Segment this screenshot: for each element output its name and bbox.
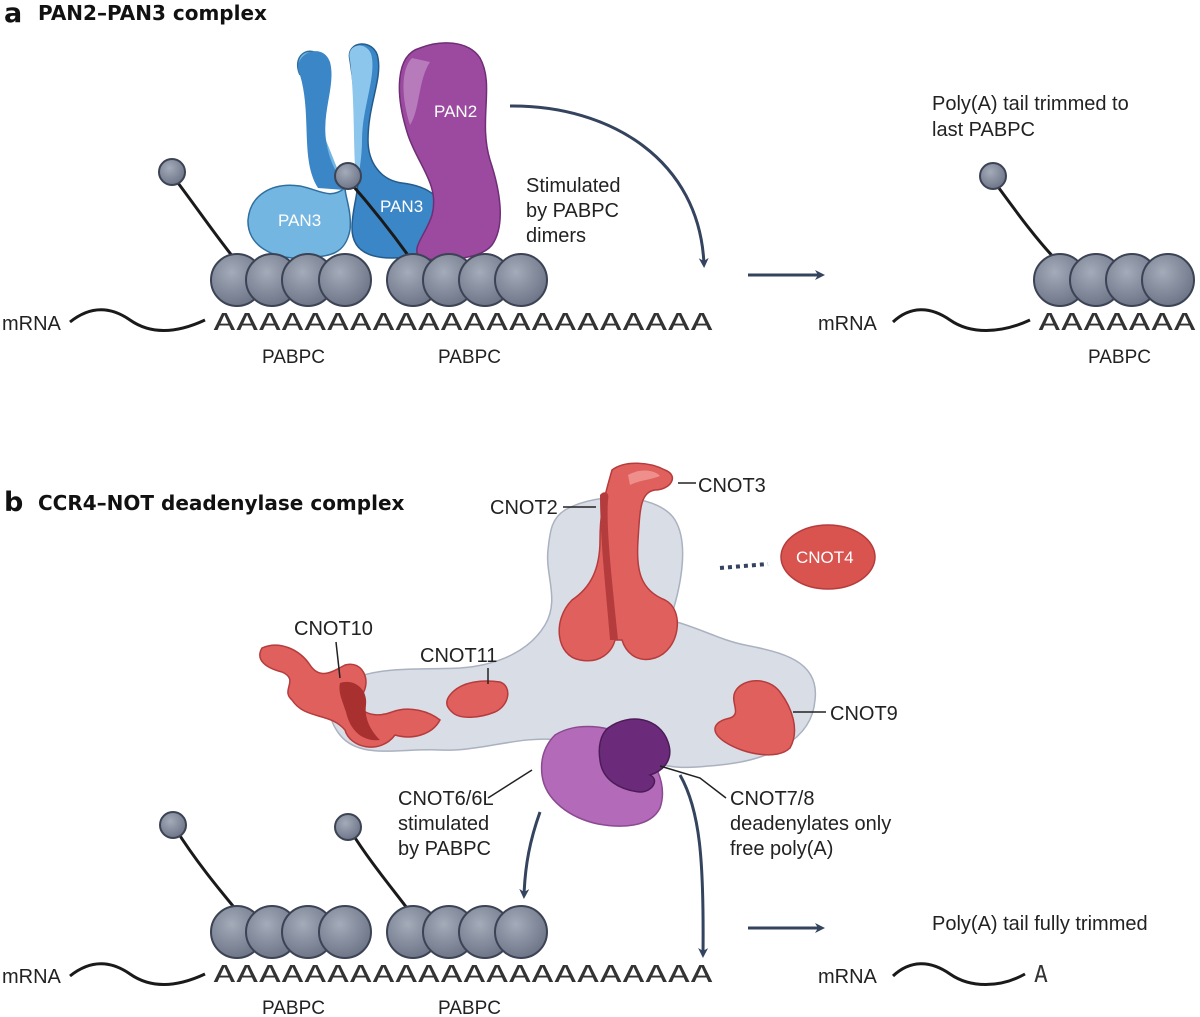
pabpc-group-2-b	[386, 905, 548, 959]
mrna-strand-right-a	[891, 308, 1031, 332]
cnot6-label-line3: by PABPC	[398, 838, 491, 860]
pan3-left-label: PAN3	[278, 211, 321, 230]
cap-ball-result-a	[979, 162, 1007, 190]
pabpc-group-result-a	[1033, 253, 1195, 307]
cnot7-label-line1: CNOT7/8	[730, 788, 814, 810]
result-label-line2-a: last PABPC	[932, 119, 1035, 141]
cnot6-cleavage-arrow	[519, 811, 542, 899]
pabpc-label-1-a: PABPC	[262, 347, 325, 368]
cap-tether-result-a	[991, 179, 1060, 264]
result-label-line1-a: Poly(A) tail trimmed to	[932, 93, 1129, 115]
cnot2-shape	[600, 492, 618, 640]
pan3-left-arm	[298, 51, 345, 190]
cnot11-shape	[446, 680, 509, 718]
mrna-label-right-b: mRNA	[818, 966, 878, 988]
polyA-tail-right-a: AAAAAAA	[1038, 310, 1196, 336]
stimulated-label-line1: Stimulated	[526, 175, 621, 197]
mrna-strand-left-a	[69, 308, 206, 332]
cap-tether-2-b	[348, 829, 412, 913]
polyA-tail-left-a: AAAAAAAAAAAAAAAAAAAAAA	[213, 310, 713, 336]
cnot7-label-line2: deadenylates only	[730, 813, 891, 835]
mrna-strand-left-b	[69, 962, 206, 986]
cnot2-label: CNOT2	[490, 497, 558, 519]
cnot9-shape	[714, 680, 796, 756]
result-label-b: Poly(A) tail fully trimmed	[932, 913, 1148, 935]
pabpc-label-2-b: PABPC	[438, 998, 501, 1017]
mrna-strand-right-b	[891, 962, 1026, 986]
cap-ball-1-b	[159, 811, 187, 839]
panel-a-letter: a	[4, 0, 22, 29]
cnot7-leader	[659, 765, 727, 799]
mrna-label-left-b: mRNA	[2, 966, 62, 988]
pabpc-group-1-b	[210, 905, 372, 959]
stimulated-label-line2: by PABPC	[526, 200, 619, 222]
cnot3-label: CNOT3	[698, 475, 766, 497]
cnot7-cleavage-arrow	[678, 774, 709, 958]
cap-ball-2-b	[334, 813, 362, 841]
panel-a: a PAN2–PAN3 complex mRNA AAAAAAAAAAAAAAA…	[2, 0, 1196, 368]
cnot4-dotted-link	[719, 562, 769, 570]
pabpc-label-1-b: PABPC	[262, 998, 325, 1017]
cnot7-label-line3: free poly(A)	[730, 838, 833, 860]
cnot7-shape	[598, 718, 671, 793]
mrna-label-left-a: mRNA	[2, 313, 62, 335]
cnot11-label: CNOT11	[420, 645, 497, 667]
cap-tether-1-b	[173, 827, 240, 913]
mrna-label-right-a: mRNA	[818, 313, 878, 335]
cnot6-leader	[487, 769, 533, 799]
panel-b-title: CCR4–NOT deadenylase complex	[38, 491, 405, 515]
pabpc-label-2-a: PABPC	[438, 347, 501, 368]
cnot4-label: CNOT4	[796, 548, 854, 567]
cnot10-label: CNOT10	[294, 618, 373, 640]
cnot4-shape	[780, 524, 876, 590]
pan3-right-highlight	[349, 45, 373, 185]
cap-ball-1-a	[158, 158, 186, 186]
polyA-tail-right-b: A	[1034, 962, 1048, 988]
pabpc-group-2-a	[386, 253, 548, 307]
cnot6-label-line2: stimulated	[398, 813, 489, 835]
panel-b: b CCR4–NOT deadenylase complex CNOT3 CNO…	[2, 462, 1148, 1017]
cap-ball-2-a	[334, 162, 362, 190]
stimulated-label-line3: dimers	[526, 225, 586, 247]
panel-a-title: PAN2–PAN3 complex	[38, 1, 267, 25]
pabpc-label-result-a: PABPC	[1088, 347, 1151, 368]
pan3-right-label: PAN3	[380, 197, 423, 216]
cnot10-dark-segment	[339, 681, 380, 741]
cnot6-label-line1: CNOT6/6L	[398, 788, 494, 810]
cnot9-label: CNOT9	[830, 703, 898, 725]
pan2-highlight	[403, 58, 430, 125]
cnot3-highlight	[628, 470, 660, 485]
pan2-label: PAN2	[434, 102, 477, 121]
pabpc-group-1-a	[210, 253, 372, 307]
pan2-cleavage-arrow	[509, 104, 709, 268]
panel-b-letter: b	[4, 487, 23, 518]
cnot3-shape	[558, 462, 679, 662]
cap-tether-1-a	[170, 174, 239, 263]
polyA-tail-left-b: AAAAAAAAAAAAAAAAAAAAAA	[213, 962, 713, 988]
cnot10-leader	[335, 641, 341, 679]
